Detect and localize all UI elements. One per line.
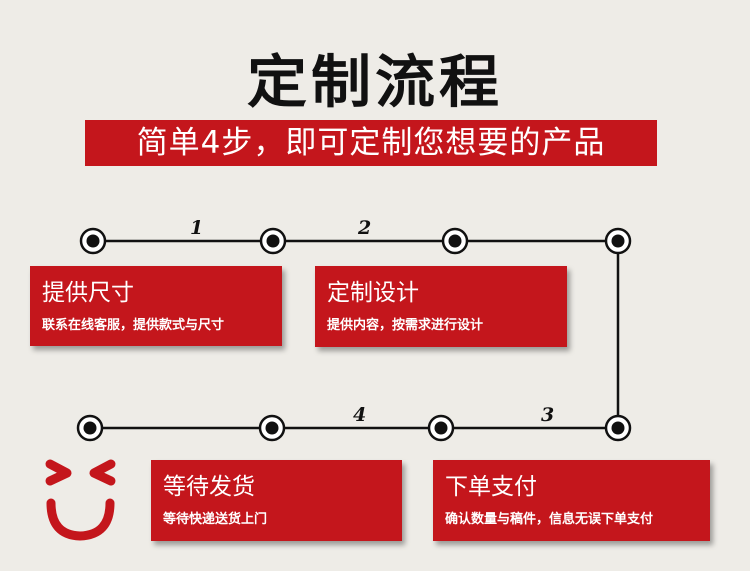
step-number-2: 2 xyxy=(358,217,372,239)
step-card-3: 下单支付 确认数量与稿件，信息无误下单支付 xyxy=(433,460,710,541)
node-icon xyxy=(441,227,469,255)
step-title: 等待发货 xyxy=(163,474,255,500)
step-card-4: 等待发货 等待快递送货上门 xyxy=(151,460,402,541)
node-icon xyxy=(79,227,107,255)
node-icon xyxy=(258,414,286,442)
page-title: 定制流程 xyxy=(247,49,503,116)
step-desc: 等待快递送货上门 xyxy=(163,512,268,527)
smiley-icon xyxy=(45,459,116,541)
node-icon xyxy=(259,227,287,255)
step-card-2: 定制设计 提供内容，按需求进行设计 xyxy=(315,266,567,347)
node-icon xyxy=(604,227,632,255)
step-title: 定制设计 xyxy=(327,280,419,306)
flow-nodes xyxy=(76,227,632,442)
step-title: 下单支付 xyxy=(445,474,537,500)
step-desc: 提供内容，按需求进行设计 xyxy=(327,318,484,333)
step-desc: 确认数量与稿件，信息无误下单支付 xyxy=(445,512,654,527)
step-number-1: 1 xyxy=(190,217,204,239)
node-icon xyxy=(604,414,632,442)
subtitle-banner: 简单4步，即可定制您想要的产品 xyxy=(85,120,657,166)
node-icon xyxy=(427,414,455,442)
step-title: 提供尺寸 xyxy=(42,280,134,306)
node-icon xyxy=(76,414,104,442)
step-desc: 联系在线客服，提供款式与尺寸 xyxy=(42,318,225,333)
step-card-1: 提供尺寸 联系在线客服，提供款式与尺寸 xyxy=(30,266,282,346)
step-number-4: 4 xyxy=(353,404,367,426)
step-number-3: 3 xyxy=(541,404,555,426)
